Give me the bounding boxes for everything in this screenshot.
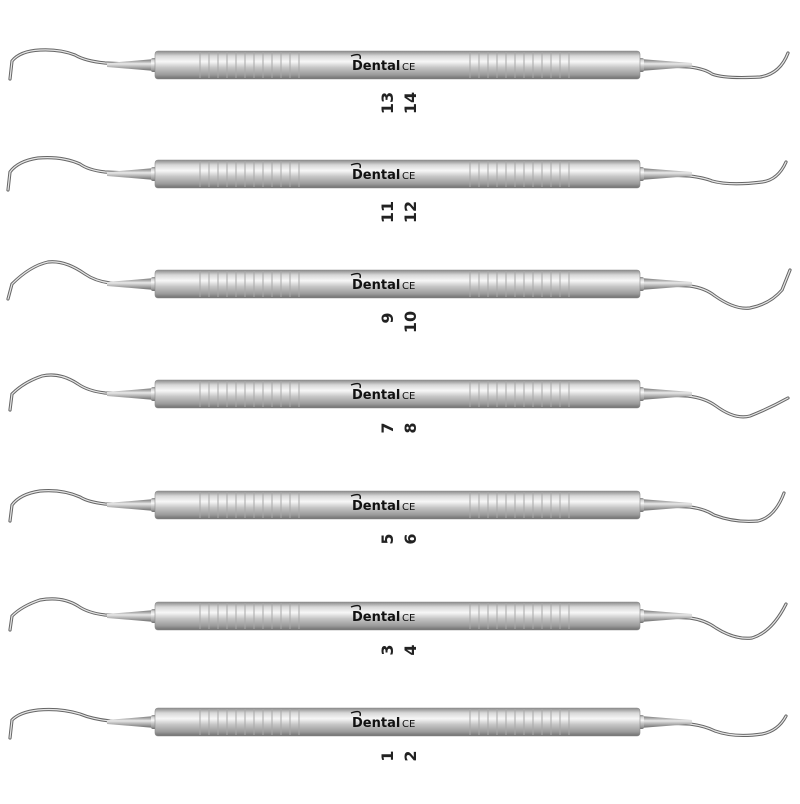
instrument-number-right: 14 [401,91,420,115]
grip-rings [199,709,570,735]
right-working-end [643,602,788,640]
handle [154,159,641,189]
instrument-number-left: 1 [378,750,397,762]
handle [154,379,641,409]
right-shank [640,278,692,290]
instrument-number-right: 4 [401,644,420,656]
brand-wordmark: Dental [352,610,400,625]
grip-rings [199,603,570,629]
ce-mark: CE [402,719,415,730]
ce-mark: CE [402,613,415,624]
left-shank [107,59,155,71]
brand-wordmark: Dental [352,59,400,74]
ce-mark: CE [402,62,415,73]
logo-swoosh [350,162,361,169]
instrument-number-left: 5 [378,533,397,545]
left-shank [107,168,155,180]
right-shank [640,388,692,400]
left-shank [107,278,155,290]
grip-rings [199,381,570,407]
right-shank [640,610,692,622]
right-working-end [643,268,792,310]
left-working-end-highlight [9,490,151,522]
grip-rings [199,492,570,518]
right-working-end-highlight [644,161,787,185]
instrument-number-left: 3 [378,644,397,656]
instrument-number-left: 13 [378,91,397,115]
instrument-number-left: 7 [378,422,397,434]
instrument-number-right: 8 [401,422,420,434]
handle [154,490,641,520]
left-shank [107,610,155,622]
right-shank [640,499,692,511]
right-working-end-highlight [644,52,789,79]
left-working-end-highlight [9,708,161,739]
grip-rings [199,271,570,297]
logo-swoosh [350,272,361,279]
logo-swoosh [350,493,361,500]
left-working-end-highlight [9,598,151,631]
logo-swoosh [350,382,361,389]
left-shank [107,716,155,728]
ce-mark: CE [402,171,415,182]
instrument-number-right: 2 [401,750,420,762]
brand-wordmark: Dental [352,168,400,183]
left-working-end-highlight [7,157,151,191]
logo-swoosh [350,710,361,717]
right-shank [640,716,692,728]
brand-wordmark: Dental [352,278,400,293]
brand-wordmark: Dental [352,499,400,514]
instrument-number-left: 11 [378,200,397,224]
right-working-end-highlight [644,269,791,309]
instrument-number-left: 9 [378,312,397,324]
left-working-end-highlight [9,374,151,411]
right-shank [640,59,692,71]
left-shank [107,388,155,400]
instrument-number-right: 12 [401,200,420,224]
handle [154,601,641,631]
handle [154,269,641,299]
ce-mark: CE [402,281,415,292]
right-working-end-highlight [644,492,785,522]
left-shank [107,499,155,511]
left-working-end-highlight [9,49,151,80]
grip-rings [199,161,570,187]
right-working-end-highlight [644,393,789,418]
brand-wordmark: Dental [352,388,400,403]
right-working-end-highlight [639,715,787,737]
grip-rings [199,52,570,78]
handle [154,707,641,737]
right-shank [640,168,692,180]
right-working-end-highlight [644,603,787,639]
left-working-end-highlight [7,261,151,300]
ce-mark: CE [402,391,415,402]
ce-mark: CE [402,502,415,513]
logo-swoosh [350,604,361,611]
logo-swoosh [350,53,361,60]
instrument-number-right: 10 [401,310,420,334]
brand-wordmark: Dental [352,716,400,731]
handle [154,50,641,80]
instrument-number-right: 6 [401,533,420,545]
